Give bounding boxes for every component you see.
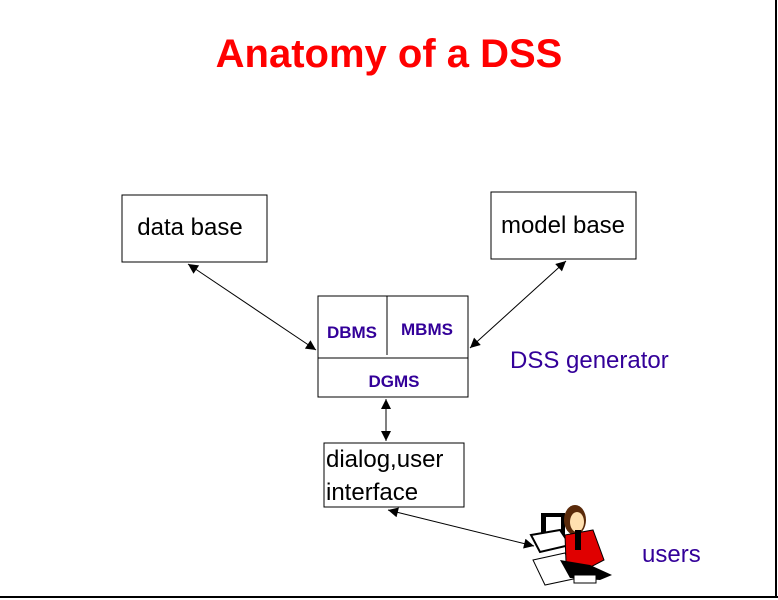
mbms-label: MBMS (401, 320, 453, 339)
dgms-label: DGMS (369, 372, 420, 391)
slide-title: Anatomy of a DSS (216, 32, 563, 76)
dialog-box (323, 442, 465, 508)
model-base-box (490, 191, 637, 260)
data-base-box (121, 194, 268, 263)
arrow-database-dbms (187, 263, 317, 351)
dialog-label-line1: dialog,user (326, 446, 443, 473)
dss-generator-label: DSS generator (510, 347, 669, 374)
arrow-modelbase-mbms (469, 260, 567, 349)
users-label: users (642, 541, 701, 568)
user-at-computer-icon (529, 505, 612, 586)
dialog-label-line2: interface (326, 479, 418, 506)
model-base-label: model base (501, 212, 625, 239)
dbms-label: DBMS (327, 323, 377, 342)
dss-generator-box (317, 295, 469, 398)
arrow-dialog-users (387, 507, 535, 549)
data-base-label: data base (137, 214, 242, 241)
